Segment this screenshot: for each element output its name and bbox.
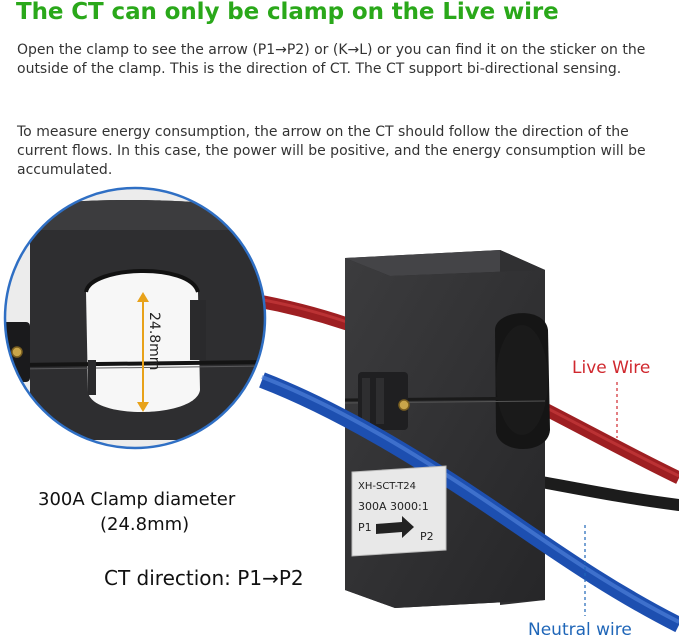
ct-sticker: XH-SCT-T24 300A 3000:1 P1 P2 (351, 465, 447, 557)
intro-paragraph: Open the clamp to see the arrow (P1→P2) … (17, 42, 646, 77)
inner-dimension-label: 24.8mm (146, 312, 162, 370)
neutral-wire-cable (259, 372, 679, 633)
neutral-wire-label: Neutral wire (528, 620, 632, 640)
energy-paragraph: To measure energy consumption, the arrow… (17, 124, 646, 178)
sticker-rating: 300A 3000:1 (358, 500, 429, 513)
dimension-arrow (137, 292, 149, 412)
page-title: The CT can only be clamp on the Live wir… (16, 0, 559, 25)
sticker-arrow-icon (376, 516, 414, 538)
clamp-diameter-value: (24.8mm) (100, 514, 190, 535)
sticker-from: P1 (358, 521, 372, 534)
clamp-diameter-label: 300A Clamp diameter (38, 489, 236, 510)
ct-direction-label: CT direction: P1→P2 (104, 566, 304, 590)
live-wire-label: Live Wire (572, 358, 651, 378)
zoom-circle: 24.8mm (3, 186, 267, 450)
sticker-model: XH-SCT-T24 (358, 481, 416, 492)
sticker-to: P2 (420, 530, 434, 543)
